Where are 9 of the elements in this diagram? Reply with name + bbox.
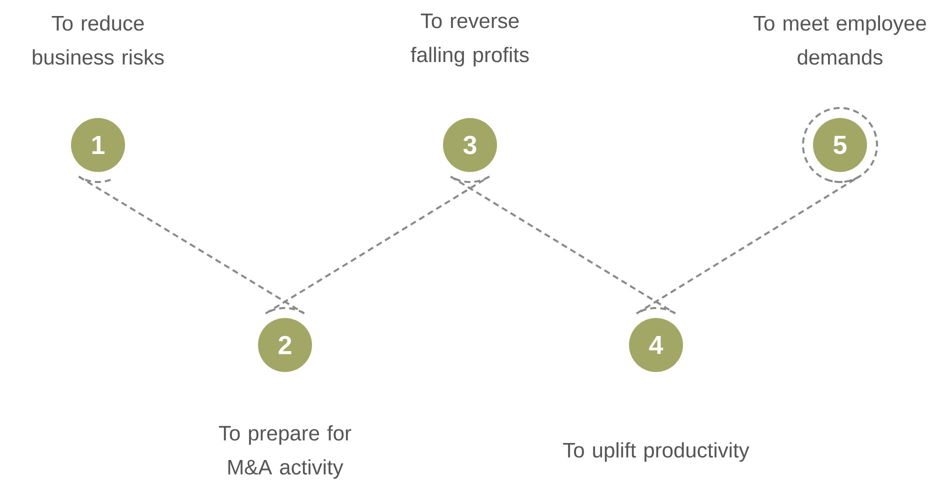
step-caption: To reduce business risks [32,15,164,65]
dashed-connector [450,176,676,314]
step-caption: To prepare for M&A activity [218,425,352,479]
dashed-connector [636,176,860,314]
dashed-connector [78,176,305,314]
dashed-connector [265,176,490,314]
step-caption: To meet employee demands [754,15,926,65]
step-caption: To uplift productivity [563,442,750,462]
step-caption: To reverse falling profits [410,14,529,66]
